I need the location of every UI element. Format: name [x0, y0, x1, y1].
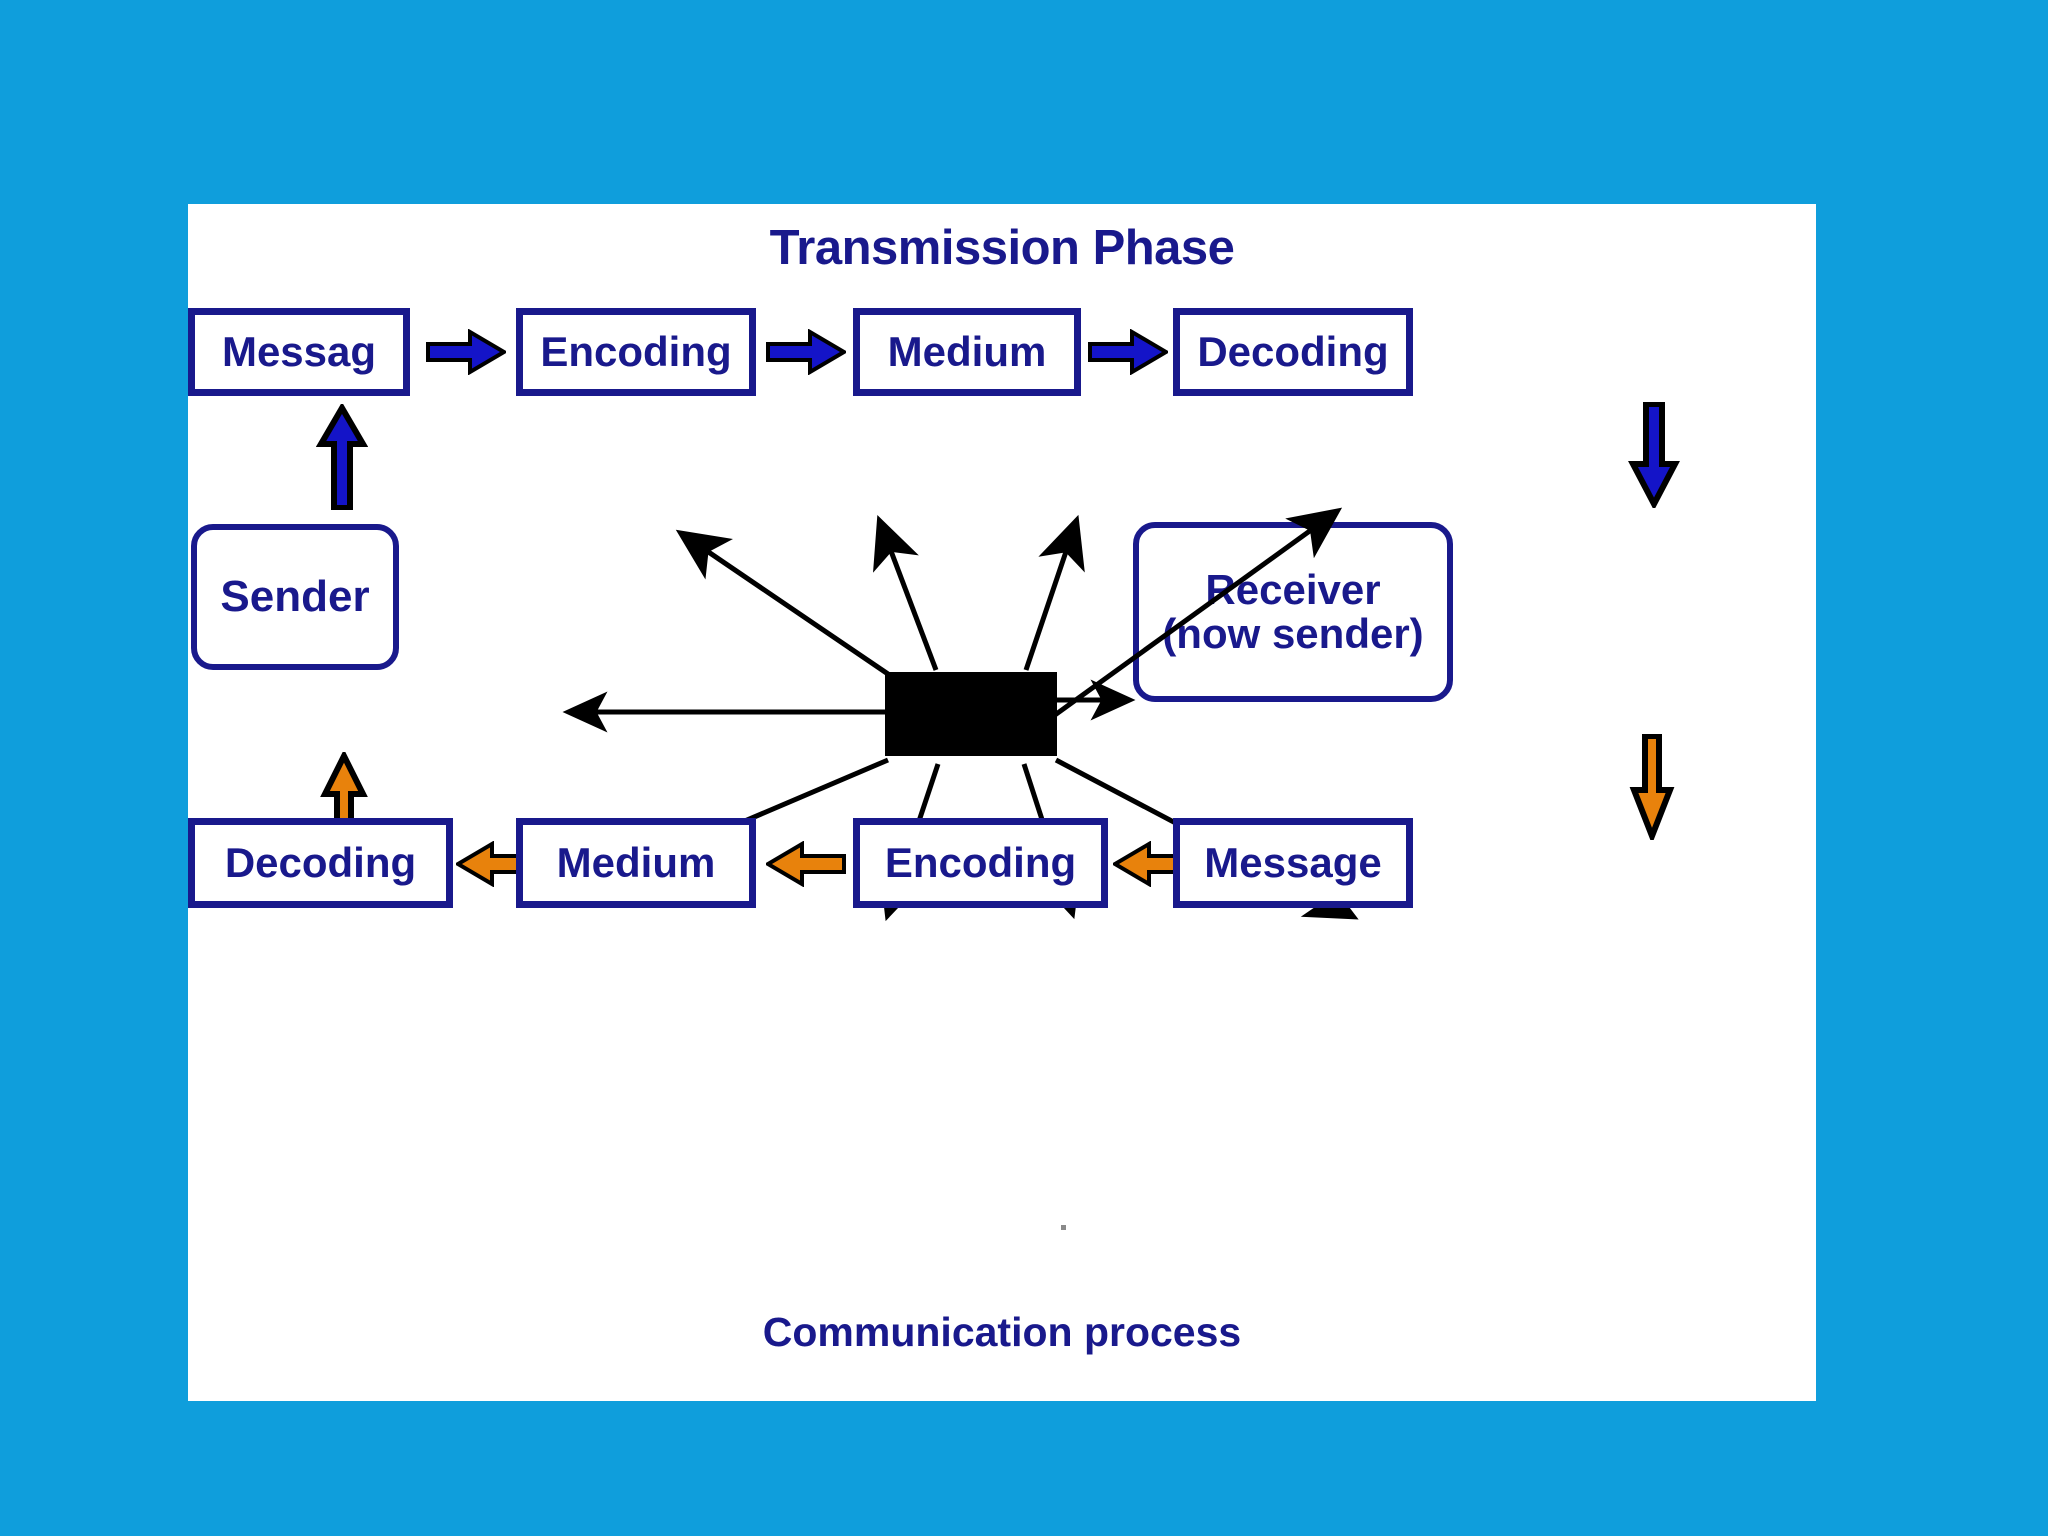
box-encoding-top[interactable]: Encoding	[516, 308, 756, 396]
right-block-arrow-icon	[426, 329, 506, 375]
noise-block	[885, 672, 1057, 756]
up-block-arrow-icon-sender-to-message	[315, 402, 369, 511]
box-decoding-top-label: Decoding	[1197, 327, 1389, 375]
box-encoding-top-label: Encoding	[540, 327, 732, 375]
box-medium-bottom-label: Medium	[556, 838, 716, 886]
box-medium-top-label: Medium	[887, 327, 1047, 375]
box-receiver-line2: (now sender)	[1162, 610, 1424, 657]
box-message-top[interactable]: Messag	[188, 308, 410, 396]
box-sender-label: Sender	[220, 571, 370, 621]
box-sender[interactable]: Sender	[191, 524, 399, 670]
stray-dot	[1061, 1225, 1066, 1230]
box-decoding-bottom-label: Decoding	[224, 838, 417, 886]
box-message-bottom[interactable]: Message	[1173, 818, 1413, 908]
box-message-bottom-label: Message	[1204, 838, 1382, 886]
diagram-caption: Communication process	[762, 1309, 1242, 1355]
box-decoding-top[interactable]: Decoding	[1173, 308, 1413, 396]
box-medium-bottom[interactable]: Medium	[516, 818, 756, 908]
box-decoding-bottom[interactable]: Decoding	[188, 818, 453, 908]
box-medium-top[interactable]: Medium	[853, 308, 1081, 396]
down-block-arrow-icon-receiver-to-message	[1626, 733, 1678, 845]
white-panel: Transmission Phase Messag Encoding Mediu…	[188, 204, 1816, 1401]
box-message-top-label: Messag	[221, 327, 377, 375]
right-block-arrow-icon-2	[766, 329, 846, 375]
box-encoding-bottom-label: Encoding	[884, 838, 1077, 886]
down-block-arrow-icon-decoding-to-receiver	[1628, 401, 1680, 511]
right-block-arrow-icon-3	[1088, 329, 1168, 375]
box-receiver-line1: Receiver	[1205, 565, 1381, 613]
noise-rays	[557, 507, 1359, 922]
left-block-arrow-icon-2	[766, 841, 846, 887]
page-title: Transmission Phase	[769, 221, 1235, 275]
box-encoding-bottom[interactable]: Encoding	[853, 818, 1108, 908]
